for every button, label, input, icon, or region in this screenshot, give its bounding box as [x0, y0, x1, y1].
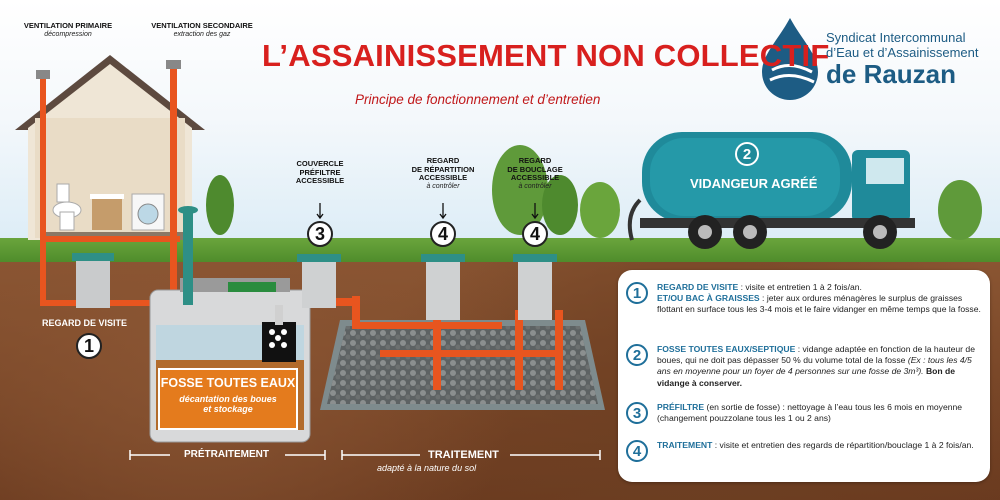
pretraitement-label: PRÉTRAITEMENT: [184, 449, 269, 460]
info-number-1: 1: [626, 282, 648, 304]
traitement-sub: adapté à la nature du sol: [377, 463, 477, 473]
number-badge-4b: 4: [522, 221, 548, 247]
treatment-bed: [310, 280, 605, 410]
background-trees: [206, 145, 982, 240]
info-item-4: 4 TRAITEMENT : visite et entretien des r…: [626, 440, 987, 462]
brand-name: Syndicat Intercommunal d’Eau et d’Assain…: [826, 30, 979, 89]
number-badge-4a: 4: [430, 221, 456, 247]
number-badge-2: 2: [735, 142, 759, 166]
brand-logo-drop: [762, 18, 818, 100]
page-subtitle: Principe de fonctionnement et d’entretie…: [355, 92, 601, 107]
regard-visite-label: REGARD DE VISITE: [42, 318, 128, 328]
info-number-4: 4: [626, 440, 648, 462]
regard-repartition: [421, 254, 465, 320]
vacuum-truck: [627, 132, 915, 249]
info-item-2: 2 FOSSE TOUTES EAUX/SEPTIQUE : vidange a…: [626, 344, 987, 389]
regard-bouclage: [513, 254, 557, 320]
pointer-arrows: [316, 203, 539, 220]
section-brackets: [129, 450, 601, 460]
regard-visite-chamber: [72, 253, 114, 308]
regard-couvercle: [297, 254, 341, 308]
vent-primary-label: VENTILATION PRIMAIRE décompression: [23, 21, 113, 38]
traitement-label: TRAITEMENT: [428, 449, 499, 461]
fosse-label-box: FOSSE TOUTES EAUX décantation des boues …: [158, 368, 298, 430]
couvercle-label: COUVERCLE PRÉFILTRE ACCESSIBLE: [295, 159, 345, 186]
number-badge-3: 3: [307, 221, 333, 247]
grass-strip: [0, 238, 1000, 264]
repartition-label: REGARD DE RÉPARTITION ACCESSIBLE à contr…: [411, 156, 475, 190]
vent-secondary-label: VENTILATION SECONDAIRE extraction des ga…: [151, 21, 253, 38]
bouclage-label: REGARD DE BOUCLAGE ACCESSIBLE à contrôle…: [507, 156, 563, 190]
house: [15, 55, 205, 240]
maintenance-info-panel: 1 REGARD DE VISITE : visite et entretien…: [618, 270, 990, 482]
vidangeur-label: VIDANGEUR AGRÉÉ: [690, 176, 818, 191]
info-number-2: 2: [626, 344, 648, 366]
info-number-3: 3: [626, 402, 648, 424]
info-item-1: 1 REGARD DE VISITE : visite et entretien…: [626, 282, 987, 316]
page-title: L’ASSAINISSEMENT NON COLLECTIF: [262, 38, 830, 73]
number-badge-1: 1: [76, 333, 102, 359]
info-item-3: 3 PRÉFILTRE (en sortie de fosse) : netto…: [626, 402, 987, 424]
